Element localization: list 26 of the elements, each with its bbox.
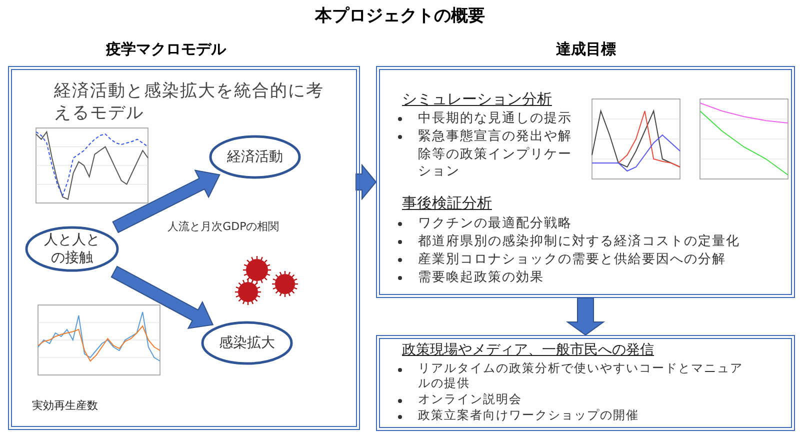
bullet-item: オンライン説明会 xyxy=(394,392,754,407)
bullet-item: リアルタイムの政策分析で使いやすいコードとマニュアルの提供 xyxy=(394,361,754,391)
edge-label: 人流と月次GDPの相関 xyxy=(168,218,280,234)
block-arrow xyxy=(566,298,606,336)
section-heading: シミュレーション分析 xyxy=(402,90,552,109)
bullet-item: 需要喚起政策の効果 xyxy=(394,269,774,287)
bullet-item: 中長期的な見通しの提示 xyxy=(394,110,584,128)
panel-frame xyxy=(376,335,795,431)
bullet-item: 政策立案者向けワークショップの開催 xyxy=(394,408,754,423)
bullet-item: 都道府県別の感染抑制に対する経済コストの定量化 xyxy=(394,233,774,251)
block-arrow xyxy=(112,170,220,234)
section-heading: 政策現場やメディア、一般市民への発信 xyxy=(402,341,654,359)
panel-heading: 達成目標 xyxy=(556,40,616,59)
title: 本プロジェクトの概要 xyxy=(315,5,485,27)
chart-caption: 実効再生産数 xyxy=(32,398,98,413)
bullet-item: 産業別コロナショックの需要と供給要因への分解 xyxy=(394,251,774,269)
section-heading: 事後検証分析 xyxy=(402,194,492,213)
bullet-item: 緊急事態宣言の発出や解除等の政策インプリケーション xyxy=(394,128,584,181)
ellipse-node: 人と人との接触 xyxy=(25,226,119,272)
bullet-item: ワクチンの最適配分戦略 xyxy=(394,215,774,233)
ellipse-node: 経済活動 xyxy=(209,135,301,179)
model-title: 経済活動と感染拡大を統合的に考えるモデル xyxy=(54,80,325,124)
ellipse-node: 感染拡大 xyxy=(201,321,293,365)
block-arrow xyxy=(356,164,377,200)
panel-heading: 疫学マクロモデル xyxy=(106,40,226,59)
block-arrow xyxy=(110,266,214,330)
